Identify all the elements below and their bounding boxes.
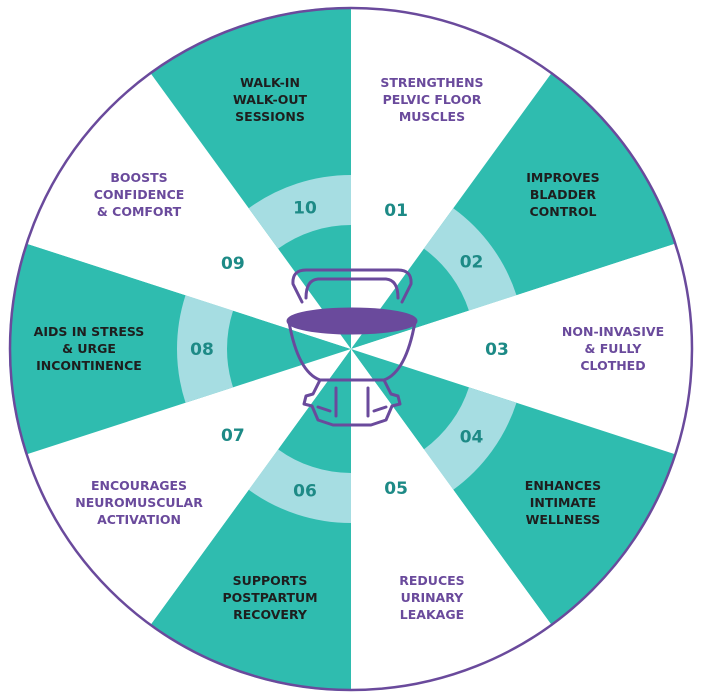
segment-4-band [423, 387, 517, 490]
segment-9 [25, 72, 351, 349]
segment-10-number: 10 [293, 198, 317, 218]
segment-9-number: 09 [221, 254, 245, 274]
segment-7-label-line-2: NEUROMUSCULAR [75, 495, 203, 510]
segment-5-label-line-2: URINARY [401, 590, 465, 605]
segment-3 [351, 243, 693, 455]
segment-1 [351, 7, 553, 349]
segment-7 [25, 349, 351, 626]
segment-7-label-line-1: ENCOURAGES [91, 478, 187, 493]
segment-2 [351, 72, 677, 349]
segment-2-number: 02 [460, 252, 484, 272]
segment-5-label-line-1: REDUCES [399, 573, 464, 588]
segment-10-label-line-1: WALK-IN [240, 75, 300, 90]
segment-5 [351, 349, 553, 691]
segment-1-label-line-2: PELVIC FLOOR [383, 92, 482, 107]
segment-2-label-line-2: BLADDER [530, 187, 596, 202]
segment-4-label-line-1: ENHANCES [525, 478, 601, 493]
segment-2-band [423, 208, 517, 311]
segment-8-label-line-3: INCONTINENCE [36, 358, 142, 373]
segment-4-number: 04 [460, 428, 484, 448]
segment-8-band [176, 295, 234, 403]
segment-6-label-line-2: POSTPARTUM [222, 590, 317, 605]
segments-layer [8, 6, 694, 692]
segment-9-label-line-3: & COMFORT [97, 204, 182, 219]
segment-4-label-line-3: WELLNESS [526, 512, 601, 527]
segment-3-label-line-2: & FULLY [585, 341, 643, 356]
segment-2-label-line-1: IMPROVES [526, 170, 599, 185]
segment-1-label-line-3: MUSCLES [399, 109, 465, 124]
segment-8-number: 08 [190, 340, 214, 360]
segment-9-label-line-1: BOOSTS [110, 170, 167, 185]
segment-3-label-line-1: NON-INVASIVE [562, 324, 664, 339]
segment-6 [149, 349, 351, 691]
segment-3-label-line-3: CLOTHED [580, 358, 645, 373]
segment-7-number: 07 [221, 426, 245, 446]
segment-6-label-line-3: RECOVERY [233, 607, 308, 622]
segment-7-label-line-3: ACTIVATION [97, 512, 181, 527]
segment-6-number: 06 [293, 482, 317, 502]
segment-1-label-line-1: STRENGTHENS [380, 75, 483, 90]
segment-4 [351, 349, 677, 626]
segment-5-label-line-3: LEAKAGE [400, 607, 464, 622]
segment-8-label-line-1: AIDS IN STRESS [34, 324, 145, 339]
segment-6-label-line-1: SUPPORTS [233, 573, 308, 588]
segment-10-band [248, 175, 351, 249]
segment-10-label-line-3: SESSIONS [235, 109, 305, 124]
segment-10 [149, 7, 351, 349]
segment-2-label-line-3: CONTROL [529, 204, 596, 219]
segment-8-label-line-2: & URGE [62, 341, 116, 356]
segment-1-number: 01 [384, 201, 408, 221]
segment-3-number: 03 [485, 340, 509, 360]
labels-layer: 01 STRENGTHENS PELVIC FLOOR MUSCLES 02 IMPROV… [34, 75, 664, 622]
wheel-outline [8, 6, 694, 692]
segment-4-label-line-2: INTIMATE [530, 495, 597, 510]
pelvic-chair-icon [286, 268, 418, 427]
segment-5-number: 05 [384, 479, 408, 499]
segment-10-label-line-2: WALK-OUT [233, 92, 307, 107]
segment-6-band [248, 449, 351, 523]
segment-9-label-line-2: CONFIDENCE [94, 187, 185, 202]
